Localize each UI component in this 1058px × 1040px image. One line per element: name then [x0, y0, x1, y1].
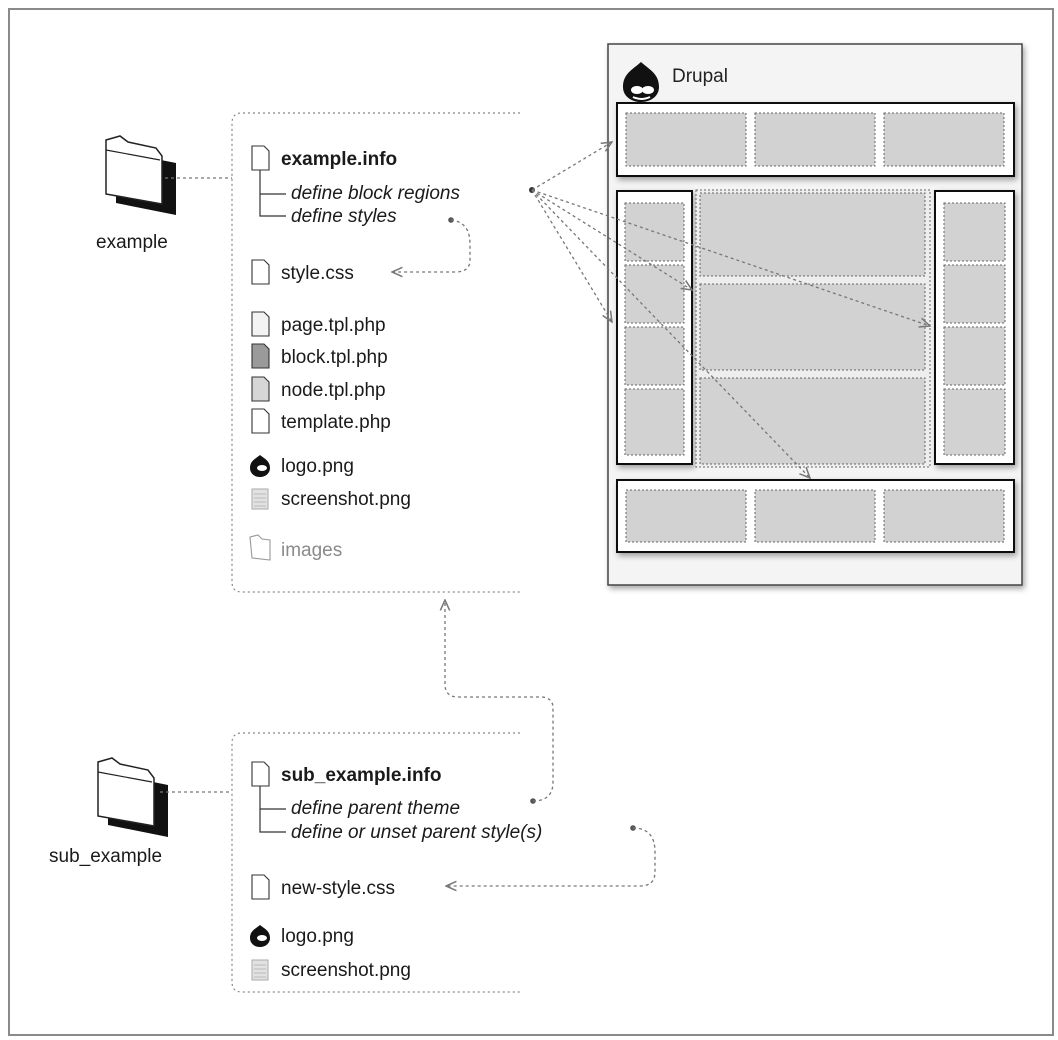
file-icon [251, 343, 270, 369]
left-sidebar-region [616, 190, 693, 465]
example-theme-group: example example.info define block region… [96, 112, 930, 593]
info-tree-lines [259, 170, 286, 217]
file-icon [251, 376, 270, 402]
file-icon [251, 259, 270, 285]
sidebar-block [943, 202, 1006, 262]
info-item-block-regions: define block regions [291, 183, 460, 204]
file-name: node.tpl.php [281, 380, 386, 401]
style-file-name: new-style.css [281, 878, 395, 899]
content-block [699, 283, 926, 371]
theme-files-box [231, 112, 520, 593]
footer-block [754, 489, 876, 543]
region-arrow-right [531, 189, 930, 326]
footer-block [625, 489, 747, 543]
style-file-name: style.css [281, 263, 354, 284]
folder-label: sub_example [49, 846, 162, 867]
drupal-window: Drupal [607, 43, 1023, 586]
file-name: logo.png [281, 456, 354, 477]
info-file-name: example.info [281, 149, 397, 170]
file-icon [251, 311, 270, 337]
info-file-name: sub_example.info [281, 765, 442, 786]
sidebar-block [624, 202, 685, 262]
region-arrow-header [531, 142, 612, 191]
file-name: block.tpl.php [281, 347, 388, 368]
file-icon [251, 145, 270, 171]
parent-theme-arrow [445, 600, 554, 802]
footer-block [883, 489, 1005, 543]
folder-label: example [96, 232, 168, 253]
file-name: screenshot.png [281, 960, 411, 981]
region-arrow-footer [531, 189, 810, 478]
region-arrow-left [531, 189, 612, 322]
images-folder-name: images [281, 540, 342, 561]
sidebar-block [943, 388, 1006, 456]
sub-example-theme-group: sub_example sub_example.info define pare… [49, 600, 656, 993]
file-icon [251, 761, 270, 787]
info-item-styles: define styles [291, 206, 397, 227]
styles-arrow [392, 219, 471, 272]
sidebar-block [624, 388, 685, 456]
drupal-logo-icon [250, 455, 270, 477]
sidebar-block [943, 326, 1006, 386]
info-tree-lines [259, 786, 286, 833]
content-block [699, 192, 926, 277]
header-block [883, 112, 1005, 167]
drupal-window-title: Drupal [672, 66, 728, 87]
drupal-logo-icon [623, 62, 659, 102]
file-icon [251, 874, 270, 900]
content-region [695, 189, 931, 468]
sidebar-block [943, 264, 1006, 324]
header-region [616, 102, 1015, 177]
file-icon [251, 408, 270, 434]
footer-region [616, 479, 1015, 553]
file-name: screenshot.png [281, 489, 411, 510]
drupal-logo-icon [250, 925, 270, 947]
file-name: logo.png [281, 926, 354, 947]
folder-icon [105, 135, 176, 215]
header-block [625, 112, 747, 167]
folder-icon [97, 757, 168, 837]
sidebar-block [624, 326, 685, 386]
parent-styles-arrow [446, 827, 656, 886]
file-name: page.tpl.php [281, 315, 386, 336]
file-name: template.php [281, 412, 391, 433]
info-item-parent-styles: define or unset parent style(s) [291, 822, 542, 843]
region-arrow-content [531, 189, 692, 290]
sidebar-block [624, 264, 685, 324]
folder-icon [249, 534, 271, 561]
content-block [699, 377, 926, 465]
subtheme-files-box [231, 732, 520, 993]
right-sidebar-region [934, 190, 1015, 465]
info-item-parent-theme: define parent theme [291, 798, 460, 819]
header-block [754, 112, 876, 167]
